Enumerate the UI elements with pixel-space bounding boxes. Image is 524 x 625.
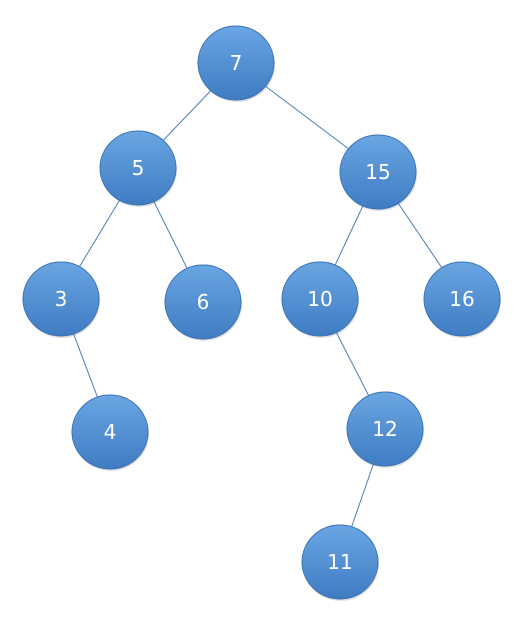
- edge-n7-n15: [261, 82, 353, 153]
- node-label: 15: [365, 160, 390, 184]
- node-circle: [423, 261, 501, 337]
- edge-n10-n12: [333, 328, 372, 400]
- node-circle: [281, 261, 359, 337]
- node-label: 12: [372, 417, 397, 441]
- edge-n5-n6: [151, 197, 190, 273]
- edges-layer: [71, 82, 445, 531]
- node-circle: [22, 261, 100, 337]
- edge-n15-n10: [332, 201, 366, 270]
- edge-n5-n3: [76, 196, 123, 271]
- node-label: 10: [307, 287, 332, 311]
- node-label: 5: [132, 156, 145, 180]
- node-label: 4: [104, 420, 117, 444]
- node-label: 16: [449, 287, 474, 311]
- node-circle: [99, 130, 177, 206]
- edge-n7-n5: [159, 86, 215, 145]
- tree-node-3: 3: [22, 261, 100, 338]
- tree-node-16: 16: [423, 261, 501, 338]
- node-circle: [339, 134, 417, 210]
- node-label: 7: [230, 51, 243, 75]
- edge-n12-n11: [349, 460, 376, 531]
- node-circle: [71, 394, 149, 470]
- tree-node-4: 4: [71, 394, 149, 471]
- tree-node-11: 11: [301, 524, 379, 601]
- node-circle: [164, 264, 242, 340]
- node-circle: [346, 391, 424, 467]
- tree-node-12: 12: [346, 391, 424, 468]
- edge-n15-n16: [395, 199, 445, 272]
- edge-n3-n4: [71, 329, 100, 402]
- node-circle: [301, 524, 379, 600]
- tree-node-15: 15: [339, 134, 417, 211]
- nodes-layer: 7 5 15 3 6 10 16 4 12 11: [22, 25, 501, 601]
- node-label: 6: [197, 290, 210, 314]
- node-label: 3: [55, 287, 68, 311]
- tree-node-7: 7: [197, 25, 275, 102]
- tree-node-5: 5: [99, 130, 177, 207]
- node-label: 11: [327, 550, 352, 574]
- tree-node-6: 6: [164, 264, 242, 341]
- tree-node-10: 10: [281, 261, 359, 338]
- node-circle: [197, 25, 275, 101]
